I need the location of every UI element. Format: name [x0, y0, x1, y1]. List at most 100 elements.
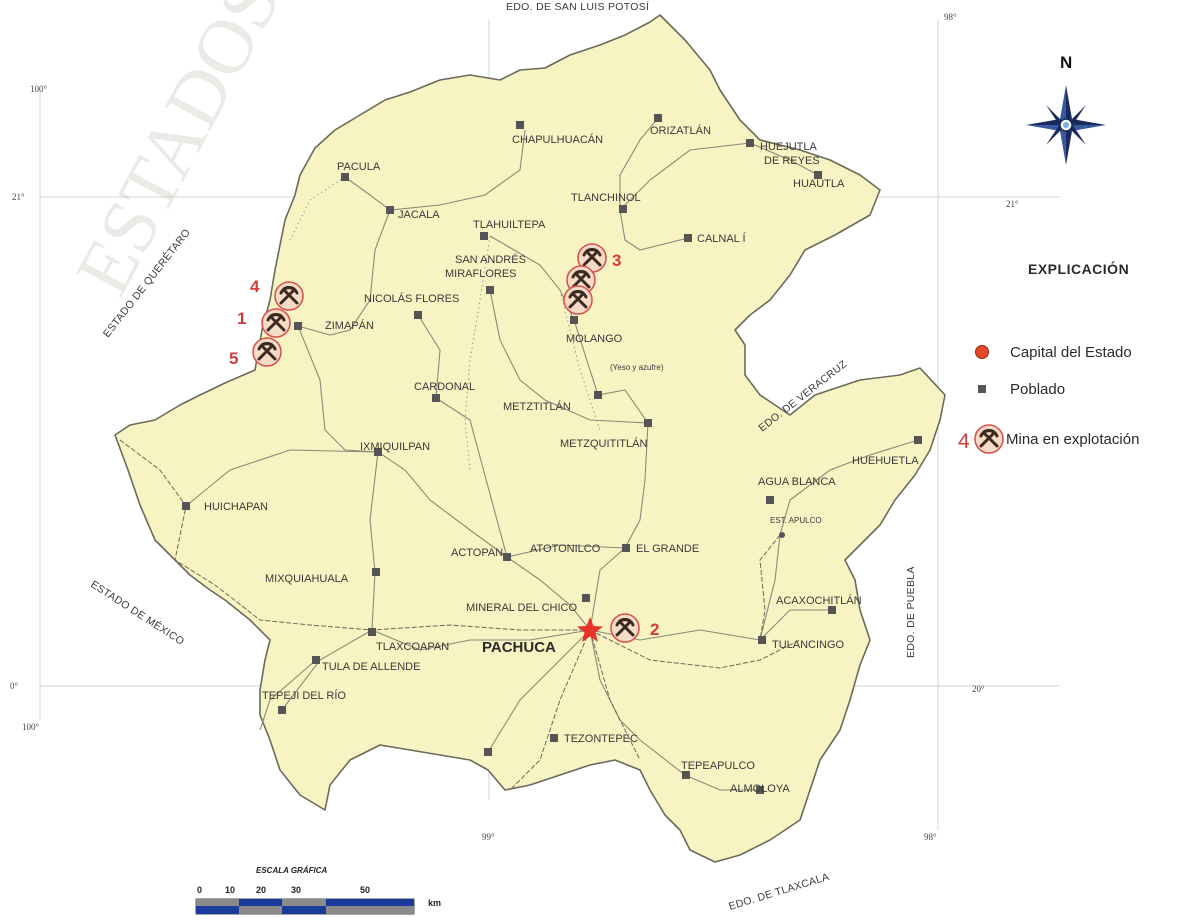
town-huejutla-2: DE REYES: [764, 155, 820, 167]
town-tlanchinol: TLANCHINOL: [571, 192, 641, 204]
town-marker: [758, 636, 766, 644]
coord-98-bottom: 98°: [924, 832, 937, 842]
town-mineral-del-chico: MINERAL DEL CHICO: [466, 602, 577, 614]
town-actopan: ACTOPAN: [451, 547, 503, 559]
town-marker: [312, 656, 320, 664]
scale-seg: [326, 906, 414, 914]
scale-tick-50: 50: [360, 885, 370, 895]
town-marker: [484, 748, 492, 756]
town-huichapan: HUICHAPAN: [204, 501, 268, 513]
border-puebla: EDO. DE PUEBLA: [905, 566, 917, 658]
scale-title: ESCALA GRÁFICA: [256, 866, 327, 875]
town-marker: [582, 594, 590, 602]
mine-number-3: 3: [612, 251, 621, 270]
mine-number-4: 4: [250, 277, 260, 296]
legend-town-icon: [978, 385, 986, 393]
scale-unit: km: [428, 898, 441, 908]
town-marker: [516, 121, 524, 129]
town-tepeapulco: TEPEAPULCO: [681, 760, 755, 772]
town-yeso: (Yeso y azufre): [610, 363, 664, 372]
mine-icon: [609, 612, 641, 644]
compass-icon: [1026, 85, 1106, 165]
coord-20-left: 0°: [10, 681, 19, 691]
town-huehuetla: HUEHUETLA: [852, 455, 919, 467]
town-marker: [341, 173, 349, 181]
town-marker: [828, 606, 836, 614]
rivers: [289, 176, 601, 471]
town-tlaxcoapan: TLAXCOAPAN: [376, 641, 449, 653]
legend-mine-icon: [973, 423, 1005, 455]
coord-21-left: 21°: [12, 192, 25, 202]
scale-bar: ESCALA GRÁFICA 0 10 20 30 50 km: [195, 866, 441, 915]
capital-label: PACHUCA: [482, 639, 556, 656]
town-marker: [914, 436, 922, 444]
coordinate-labels: 100° 100° 99° 98° 98° 21° 21° 0° 20°: [10, 12, 1019, 842]
town-tlahuiltepa: TLAHUILTEPA: [473, 219, 546, 231]
town-marker: [432, 394, 440, 402]
legend-capital-icon: [975, 345, 989, 359]
town-atotonilco: ATOTONILCO: [530, 543, 601, 555]
town-huejutla-1: HUEJUTLA: [760, 141, 818, 153]
scale-seg: [196, 899, 239, 906]
legend-town-label: Poblado: [1010, 381, 1065, 398]
town-tepeji: TEPEJI DEL RÍO: [262, 689, 346, 702]
town-metzquititlan: METZQUITITLÁN: [560, 437, 647, 450]
scale-tick-30: 30: [291, 885, 301, 895]
town-san-andres-2: MIRAFLORES: [445, 268, 517, 280]
compass-rose: N: [1026, 53, 1106, 165]
town-marker: [278, 706, 286, 714]
town-marker: [503, 553, 511, 561]
town-marker: [294, 322, 302, 330]
mines: 4 1 5 2 3: [229, 242, 659, 644]
border-san-luis-potosi: EDO. DE SAN LUIS POTOSÍ: [506, 0, 649, 13]
scale-tick-20: 20: [256, 885, 266, 895]
town-marker: [644, 419, 652, 427]
town-zimapan: ZIMAPÁN: [325, 319, 374, 332]
town-tula: TULA DE ALLENDE: [322, 661, 420, 673]
town-agua-blanca: AGUA BLANCA: [758, 476, 836, 488]
town-marker: [368, 628, 376, 636]
scale-tick-10: 10: [225, 885, 235, 895]
town-marker: [682, 771, 690, 779]
coord-21-right: 21°: [1006, 199, 1019, 209]
town-pacula: PACULA: [337, 161, 381, 173]
town-calnali: CALNAL Í: [697, 232, 746, 245]
town-huautla: HUAUTLA: [793, 178, 845, 190]
town-marker: [372, 568, 380, 576]
town-san-andres-1: SAN ANDRÉS: [455, 253, 526, 266]
mine-icon: [273, 280, 305, 312]
town-marker: [182, 502, 190, 510]
mine-icon: [251, 336, 283, 368]
scale-tick-0: 0: [197, 885, 202, 895]
north-label: N: [1060, 53, 1072, 72]
town-chapulhuacan: CHAPULHUACÁN: [512, 133, 603, 146]
scale-seg: [326, 899, 414, 906]
town-marker: [619, 205, 627, 213]
scale-seg: [196, 906, 239, 914]
mine-number-1: 1: [237, 309, 246, 328]
town-nicolas-flores: NICOLÁS FLORES: [364, 292, 459, 305]
border-tlaxcala: EDO. DE TLAXCALA: [727, 871, 830, 913]
station-marker: [779, 532, 785, 538]
legend: EXPLICACIÓN Capital del Estado Poblado 4…: [958, 260, 1139, 455]
railroads: [119, 439, 801, 791]
town-marker: [550, 734, 558, 742]
coord-98-top: 98°: [944, 12, 957, 22]
coord-100-bottom: 100°: [22, 722, 40, 732]
legend-capital-label: Capital del Estado: [1010, 344, 1132, 361]
coord-100-top: 100°: [30, 84, 48, 94]
town-marker: [746, 139, 754, 147]
mine-icon: [562, 284, 594, 316]
town-marker: [684, 234, 692, 242]
legend-title: EXPLICACIÓN: [1028, 260, 1129, 277]
town-el-grande: EL GRANDE: [636, 543, 699, 555]
town-marker: [570, 316, 578, 324]
town-jacala: JACALA: [398, 209, 440, 221]
scale-seg: [239, 899, 282, 906]
town-marker: [414, 311, 422, 319]
town-labels: CHAPULHUACÁN ORIZATLÁN HUEJUTLA DE REYES…: [204, 124, 919, 795]
town-marker: [486, 286, 494, 294]
coord-20-right: 20°: [972, 684, 985, 694]
town-acaxochitlan: ACAXOCHITLÁN: [776, 594, 862, 607]
